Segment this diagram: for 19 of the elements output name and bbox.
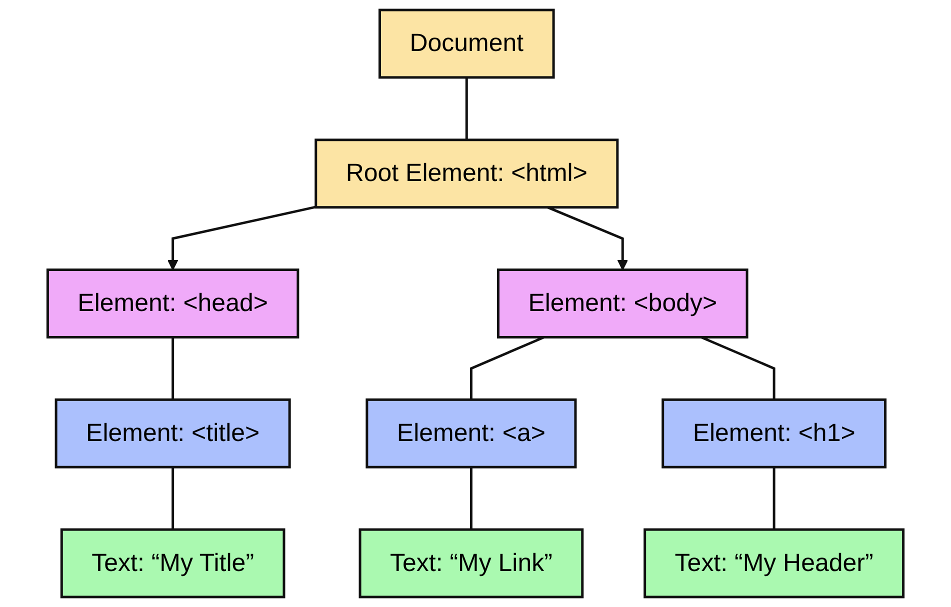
node-box bbox=[644, 528, 905, 598]
node-box bbox=[496, 268, 748, 338]
arrow bbox=[547, 206, 628, 270]
connector bbox=[465, 77, 468, 140]
node-box bbox=[378, 8, 555, 79]
arrow bbox=[167, 206, 316, 270]
node-box bbox=[366, 398, 577, 468]
connector bbox=[172, 467, 174, 530]
node-box bbox=[60, 528, 286, 598]
connector bbox=[470, 336, 544, 400]
node-box bbox=[358, 528, 584, 598]
connector bbox=[172, 337, 174, 400]
node-box bbox=[662, 398, 887, 468]
node-box bbox=[54, 398, 291, 468]
connector bbox=[700, 336, 776, 400]
node-box bbox=[314, 138, 619, 209]
connector bbox=[470, 467, 472, 530]
connector bbox=[772, 467, 776, 530]
node-box bbox=[46, 268, 300, 338]
